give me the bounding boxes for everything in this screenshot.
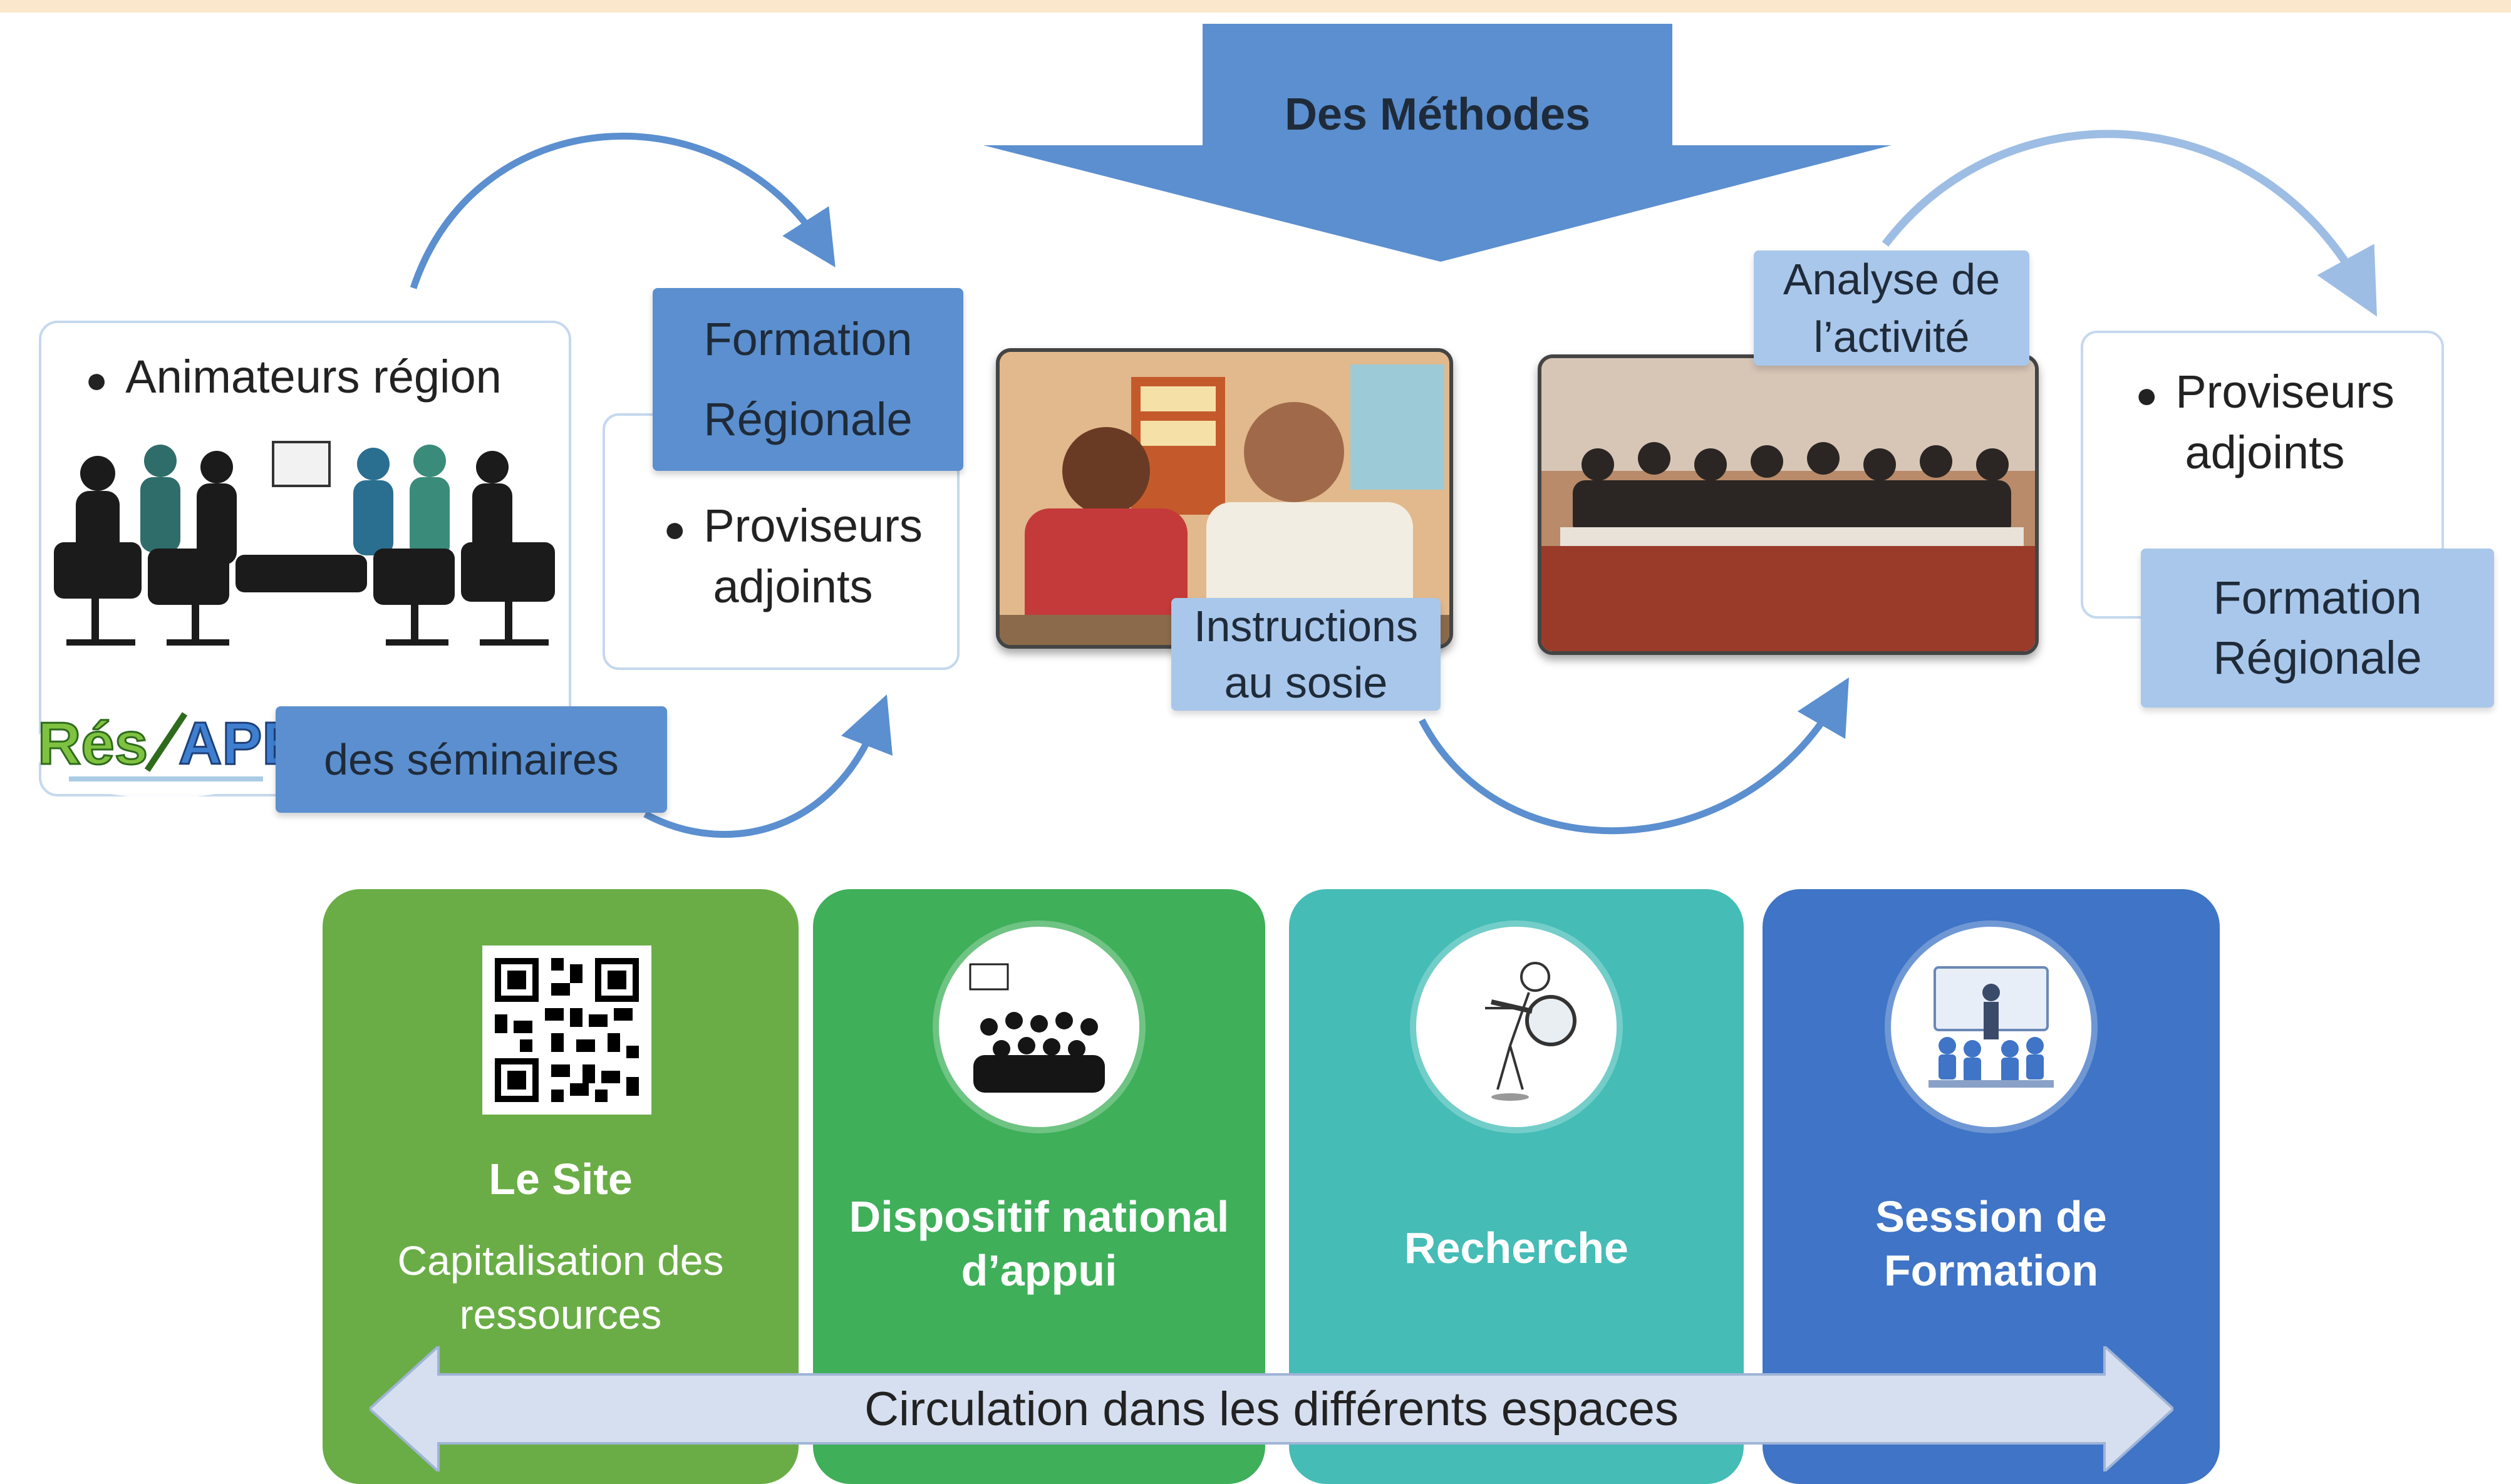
photo-analyse-activite — [1538, 354, 2039, 655]
arc-lower-left — [643, 694, 893, 838]
panel-dispositif-title: Dispositif national d’appui — [849, 1192, 1230, 1295]
panel-le-site-title: Le Site — [489, 1155, 633, 1203]
svg-text:Rés: Rés — [38, 710, 148, 777]
arc-upper-left — [410, 132, 836, 289]
analyse-activite-tag: Analyse de l’activité — [1754, 250, 2029, 366]
methodes-arrow — [983, 24, 1892, 262]
circulation-double-arrow — [370, 1346, 2173, 1471]
panel-session-title: Session de Formation — [1875, 1192, 2107, 1295]
formation-regionale-right-tag: Formation Régionale — [2141, 549, 2494, 708]
panel-le-site-subtitle: Capitalisation des ressources — [397, 1237, 724, 1337]
classroom-session-icon — [1891, 927, 2091, 1127]
instructions-sosie-tag: Instructions au sosie — [1171, 598, 1441, 711]
magnifier-figure-icon — [1416, 927, 1617, 1127]
animateurs-bullet: ●Animateurs région — [85, 351, 502, 403]
proviseurs-left-bullet: ●Proviseurs adjoints — [663, 500, 923, 612]
formation-regionale-left-tag: Formation Régionale — [653, 288, 963, 471]
proviseurs-right-bullet: ●Proviseurs adjoints — [2135, 366, 2395, 478]
meeting-silhouettes-icon — [54, 441, 555, 646]
methodes-title: Des Méthodes — [1284, 90, 1591, 140]
arc-upper-right — [1882, 130, 2378, 317]
resape-logo: Rés APE — [31, 695, 303, 801]
top-border-bar — [0, 0, 2511, 13]
circulation-label: Circulation dans les différents espaces — [864, 1382, 1679, 1436]
seminaires-tag: des séminaires — [276, 706, 667, 813]
audience-icon — [939, 927, 1139, 1127]
arc-lower-center — [1419, 677, 1850, 835]
qr-code-icon — [482, 946, 651, 1115]
panel-recherche-title: Recherche — [1404, 1224, 1628, 1272]
